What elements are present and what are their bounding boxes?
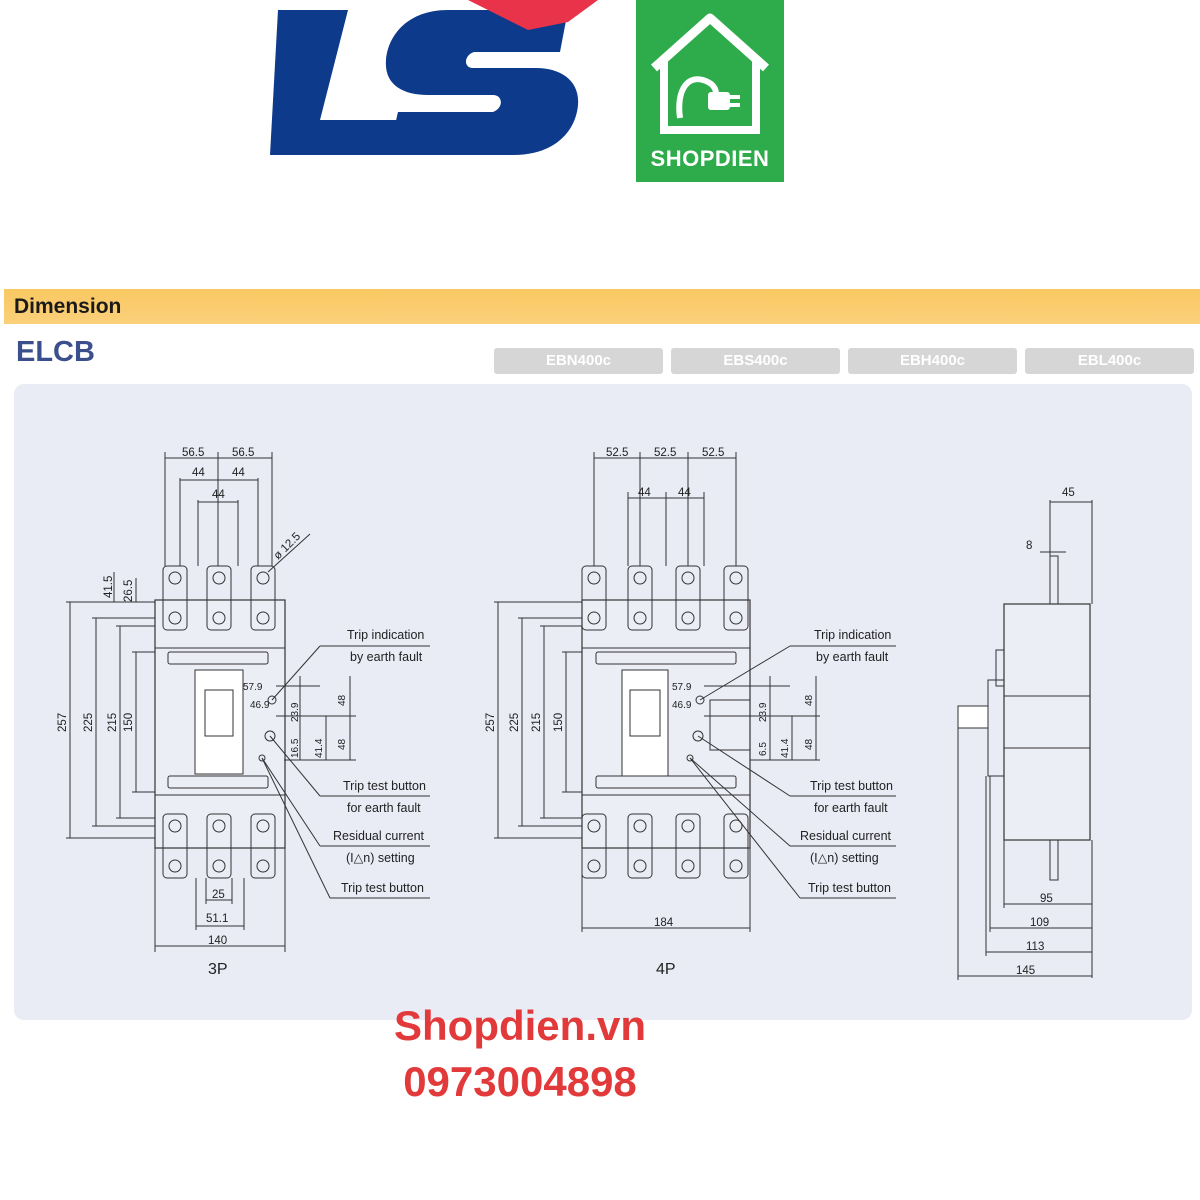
dim-label: 23.9: [290, 702, 301, 722]
dim-label: 145: [1016, 965, 1035, 977]
dim-label: 44: [678, 487, 691, 499]
dim-label: 44: [232, 467, 245, 479]
dim-label: 25: [212, 889, 225, 901]
dim-label: 45: [1062, 487, 1075, 499]
callout-trip-indication: Trip indication: [347, 628, 424, 642]
dim-label: 26.5: [123, 580, 135, 602]
dim-label: 48: [337, 694, 348, 706]
dim-label: 6.5: [758, 742, 769, 756]
callout-residual: Residual current: [333, 829, 425, 843]
dim-label: 257: [57, 713, 69, 732]
callout-trip-indication: Trip indication: [814, 628, 891, 642]
dim-label: 56.5: [182, 447, 204, 459]
model-tabs: EBN400c EBS400c EBH400c EBL400c: [494, 348, 1194, 374]
dim-label: 257: [485, 713, 497, 732]
dim-label: 51.1: [206, 913, 228, 925]
view-label-3p: 3P: [208, 961, 228, 978]
dim-label: 215: [531, 713, 543, 732]
callout-trip-test-earth: for earth fault: [347, 801, 421, 815]
callout-trip-test: Trip test button: [341, 881, 424, 895]
ls-logo: [270, 0, 598, 155]
dim-label: 184: [654, 917, 674, 929]
callout-residual: Residual current: [800, 829, 892, 843]
hole-diameter-label: ø 12.5: [272, 531, 304, 563]
callout-residual: (I△n) setting: [810, 851, 879, 865]
dim-label: 57.9: [672, 682, 692, 693]
dim-label: 225: [83, 713, 95, 732]
callout-trip-test: Trip test button: [808, 881, 891, 895]
dim-label: 150: [553, 713, 565, 732]
callout-trip-indication: by earth fault: [816, 650, 889, 664]
model-tab: EBS400c: [671, 348, 840, 374]
footer-website: Shopdien.vn: [394, 1002, 646, 1049]
shopdien-badge-text: SHOPDIEN: [650, 146, 770, 171]
callout-trip-indication: by earth fault: [350, 650, 423, 664]
dim-label: 41.5: [103, 576, 115, 598]
model-tab: EBH400c: [848, 348, 1017, 374]
callout-trip-test-earth: Trip test button: [810, 779, 893, 793]
dim-label: 44: [212, 489, 225, 501]
dim-label: 52.5: [702, 447, 724, 459]
dim-label: 150: [123, 713, 135, 732]
dim-label: 48: [804, 694, 815, 706]
dim-label: 48: [337, 738, 348, 750]
dim-label: 57.9: [243, 682, 263, 693]
callout-trip-test-earth: Trip test button: [343, 779, 426, 793]
dim-label: 41.4: [314, 738, 325, 758]
callout-trip-test-earth: for earth fault: [814, 801, 888, 815]
dim-label: 16.5: [290, 738, 301, 758]
dim-label: 8: [1026, 540, 1032, 552]
dim-label: 46.9: [250, 700, 270, 711]
dim-label: 23.9: [758, 702, 769, 722]
shopdien-logo: SHOPDIEN: [636, 0, 784, 182]
dim-label: 52.5: [606, 447, 628, 459]
model-tab: EBN400c: [494, 348, 663, 374]
model-tab: EBL400c: [1025, 348, 1194, 374]
dim-label: 48: [804, 738, 815, 750]
dim-label: 56.5: [232, 447, 254, 459]
dim-label: 109: [1030, 917, 1049, 929]
view-label-4p: 4P: [656, 961, 676, 978]
section-title: Dimension: [14, 295, 122, 318]
dim-label: 140: [208, 935, 227, 947]
dim-label: 44: [192, 467, 205, 479]
dim-label: 41.4: [780, 738, 791, 758]
section-header: Dimension: [4, 289, 1200, 324]
house-plug-icon: [651, 13, 769, 134]
dim-label: 225: [509, 713, 521, 732]
dim-label: 52.5: [654, 447, 676, 459]
dim-label: 46.9: [672, 700, 692, 711]
dim-label: 113: [1026, 941, 1044, 953]
dim-label: 95: [1040, 893, 1053, 905]
category-title: ELCB: [16, 336, 95, 368]
dim-label: 215: [107, 713, 119, 732]
callout-residual: (I△n) setting: [346, 851, 415, 865]
footer-phone: 0973004898: [403, 1058, 637, 1105]
dim-label: 44: [638, 487, 651, 499]
